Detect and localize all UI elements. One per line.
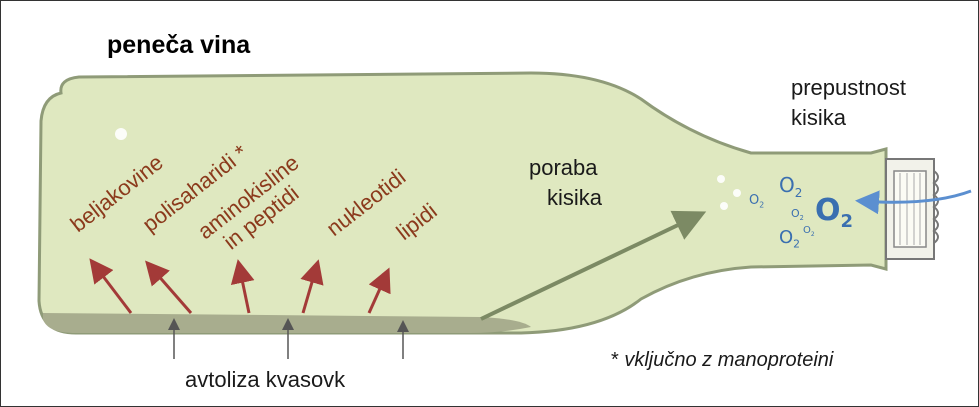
bottle-cap — [886, 159, 938, 259]
oxygen-molecule: O2 — [749, 193, 764, 210]
diagram-title: peneča vina — [107, 31, 250, 60]
bubble — [115, 128, 127, 140]
bubble — [720, 202, 728, 210]
oxygen-consumption-label: poraba kisika — [529, 153, 602, 213]
oxygen-molecule: O2 — [779, 173, 802, 200]
oxygen-molecule: O2 — [815, 193, 853, 232]
bubble — [733, 189, 741, 197]
yeast-autolysis-label: avtoliza kvasovk — [185, 365, 345, 395]
oxygen-molecule: O2 — [791, 207, 804, 222]
bubble — [717, 175, 725, 183]
oxygen-molecule: O2 — [803, 225, 815, 238]
oxygen-permeability-label: prepustnost kisika — [791, 73, 906, 133]
oxygen-molecule: O2 — [779, 227, 800, 251]
footnote: * vključno z manoproteini — [611, 349, 833, 372]
